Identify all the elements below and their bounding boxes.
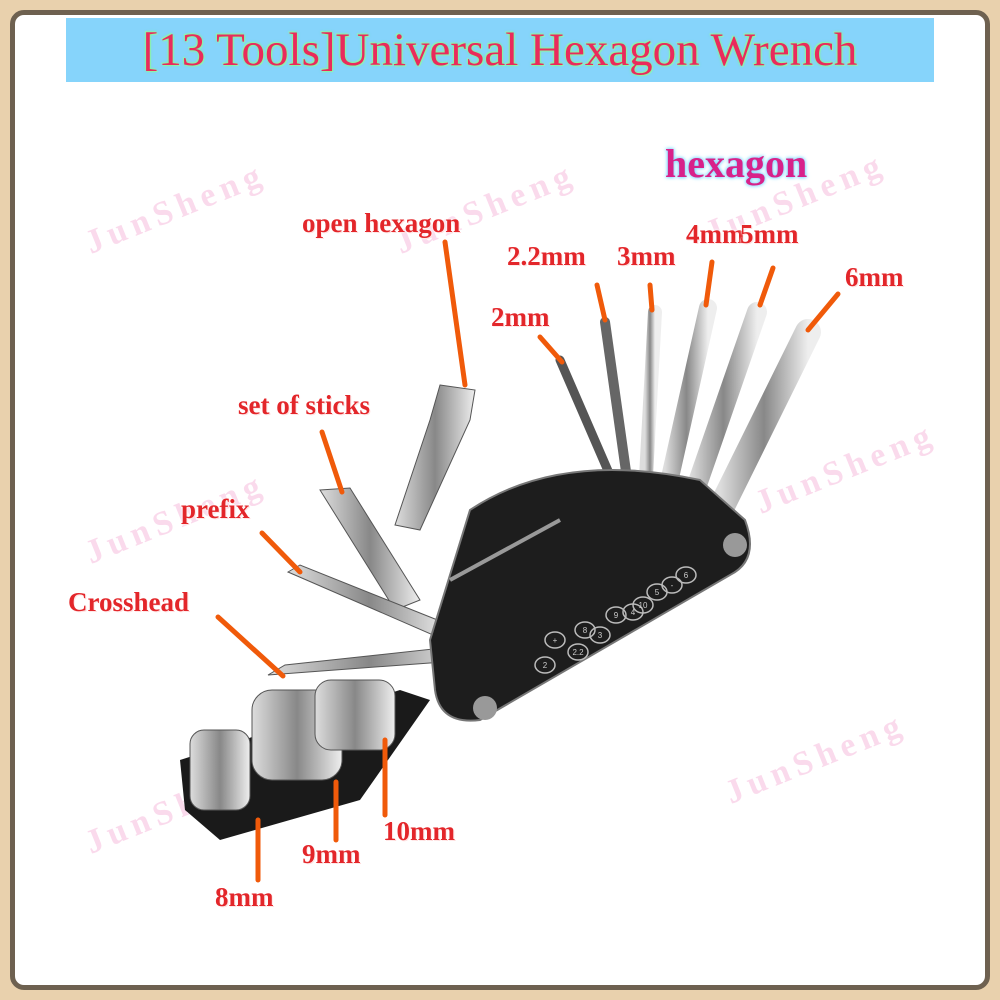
open-hexagon-wrench: [394, 384, 476, 531]
body-marking: 8: [574, 621, 596, 639]
body-marking: +: [544, 631, 566, 649]
socket-8mm: [189, 729, 251, 811]
body-marking: 2.2: [567, 643, 589, 661]
svg-text:6: 6: [684, 571, 689, 580]
label-hex-2mm: 2mm: [491, 302, 550, 332]
svg-text:10: 10: [639, 601, 648, 610]
label-prefix: prefix: [181, 494, 250, 524]
svg-text:8: 8: [583, 626, 588, 635]
svg-text:2.2: 2.2: [572, 648, 584, 657]
label-set-of-sticks: set of sticks: [238, 390, 370, 420]
body-marking: 3: [589, 626, 611, 644]
tool-body: [428, 469, 751, 722]
hexagon-group-label: hexagon: [665, 141, 808, 186]
svg-text:3: 3: [598, 631, 603, 640]
svg-text:9: 9: [614, 611, 619, 620]
svg-text:-: -: [671, 581, 674, 590]
label-socket-10mm: 10mm: [383, 816, 455, 846]
svg-text:4: 4: [631, 608, 636, 617]
label-hex-6mm: 6mm: [845, 262, 904, 292]
svg-text:2: 2: [543, 661, 548, 670]
label-hex-4mm: 4mm: [686, 219, 745, 249]
body-marking: 10: [632, 596, 654, 614]
svg-text:5: 5: [655, 588, 660, 597]
label-socket-8mm: 8mm: [215, 882, 274, 912]
socket-10mm: [314, 679, 396, 751]
label-hex-2-2mm: 2.2mm: [507, 241, 586, 271]
label-crosshead: Crosshead: [68, 587, 190, 617]
product-title: [13 Tools]Universal Hexagon Wrench: [66, 18, 934, 82]
body-marking: 2: [534, 656, 556, 674]
svg-text:+: +: [553, 636, 558, 645]
label-hex-3mm: 3mm: [617, 241, 676, 271]
label-socket-9mm: 9mm: [302, 839, 361, 869]
body-marking: -: [661, 576, 683, 594]
label-hex-5mm: 5mm: [740, 219, 799, 249]
prefix-blade: [286, 564, 451, 639]
leader-lines: [215, 239, 841, 883]
body-marking: 6: [675, 566, 697, 584]
body-marking: 9: [605, 606, 627, 624]
label-open-hexagon: open hexagon: [302, 208, 461, 238]
